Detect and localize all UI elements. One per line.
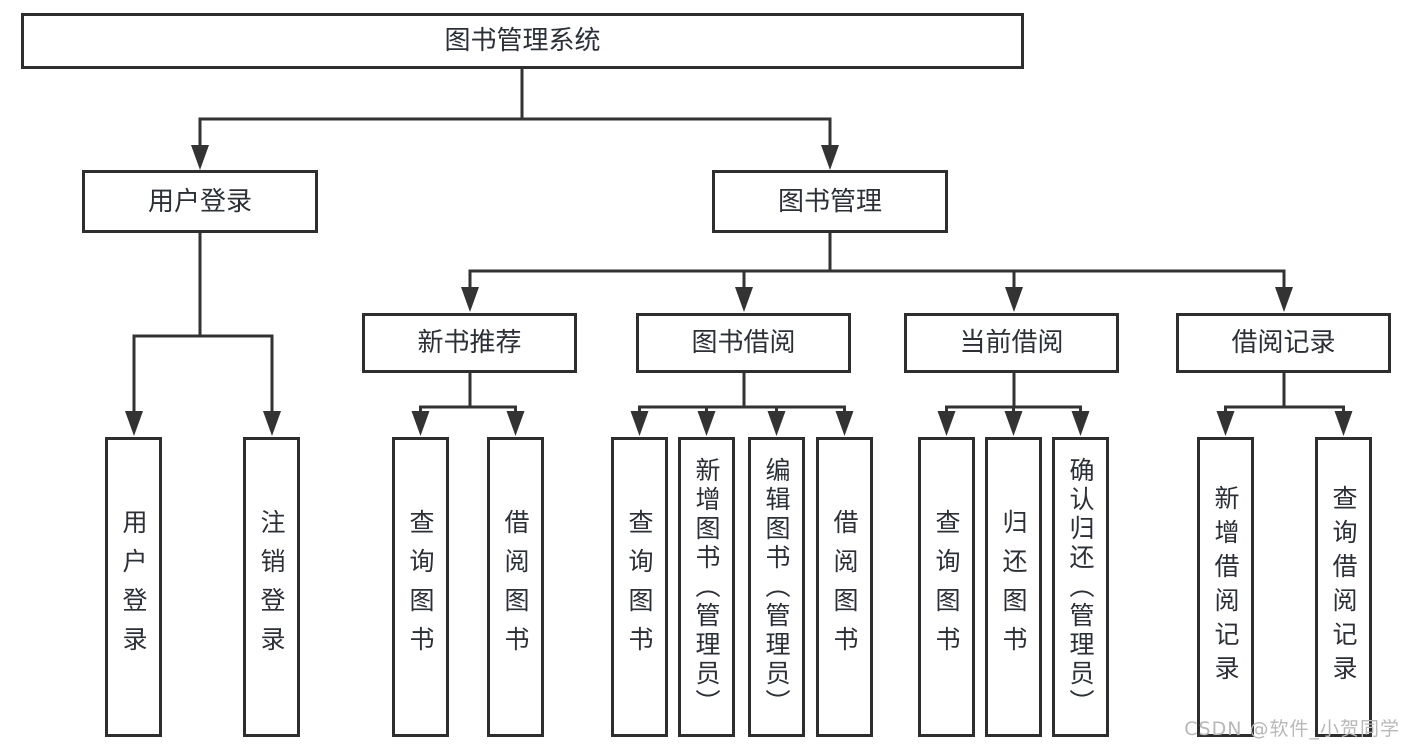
leaf-add-book-admin: 新增图书（管理员） [678, 437, 735, 737]
leaf-return-book: 归还图书 [985, 437, 1042, 737]
leaf-borrow-books-1: 借阅图书 [487, 437, 544, 737]
node-current-borrow: 当前借阅 [904, 313, 1119, 373]
leaf-query-books-2: 查询图书 [611, 437, 668, 737]
node-book-management: 图书管理 [712, 170, 948, 233]
leaf-logout: 注销登录 [243, 437, 300, 737]
leaf-query-borrow-record: 查询借阅记录 [1315, 437, 1372, 737]
node-user-login: 用户登录 [82, 170, 318, 233]
leaf-add-borrow-record: 新增借阅记录 [1197, 437, 1254, 737]
leaf-confirm-return-admin: 确认归还（管理员） [1052, 437, 1109, 737]
leaf-user-login: 用户登录 [105, 437, 162, 737]
node-borrow-records: 借阅记录 [1176, 313, 1391, 373]
leaf-query-books-3: 查询图书 [918, 437, 975, 737]
watermark: CSDN @软件_小贺同学 [1184, 718, 1400, 740]
leaf-edit-book-admin: 编辑图书（管理员） [748, 437, 805, 737]
node-library-system: 图书管理系统 [21, 13, 1024, 69]
node-book-borrow: 图书借阅 [636, 313, 851, 373]
node-new-book-recommend: 新书推荐 [362, 313, 577, 373]
leaf-query-books-1: 查询图书 [392, 437, 449, 737]
leaf-borrow-books-2: 借阅图书 [816, 437, 873, 737]
